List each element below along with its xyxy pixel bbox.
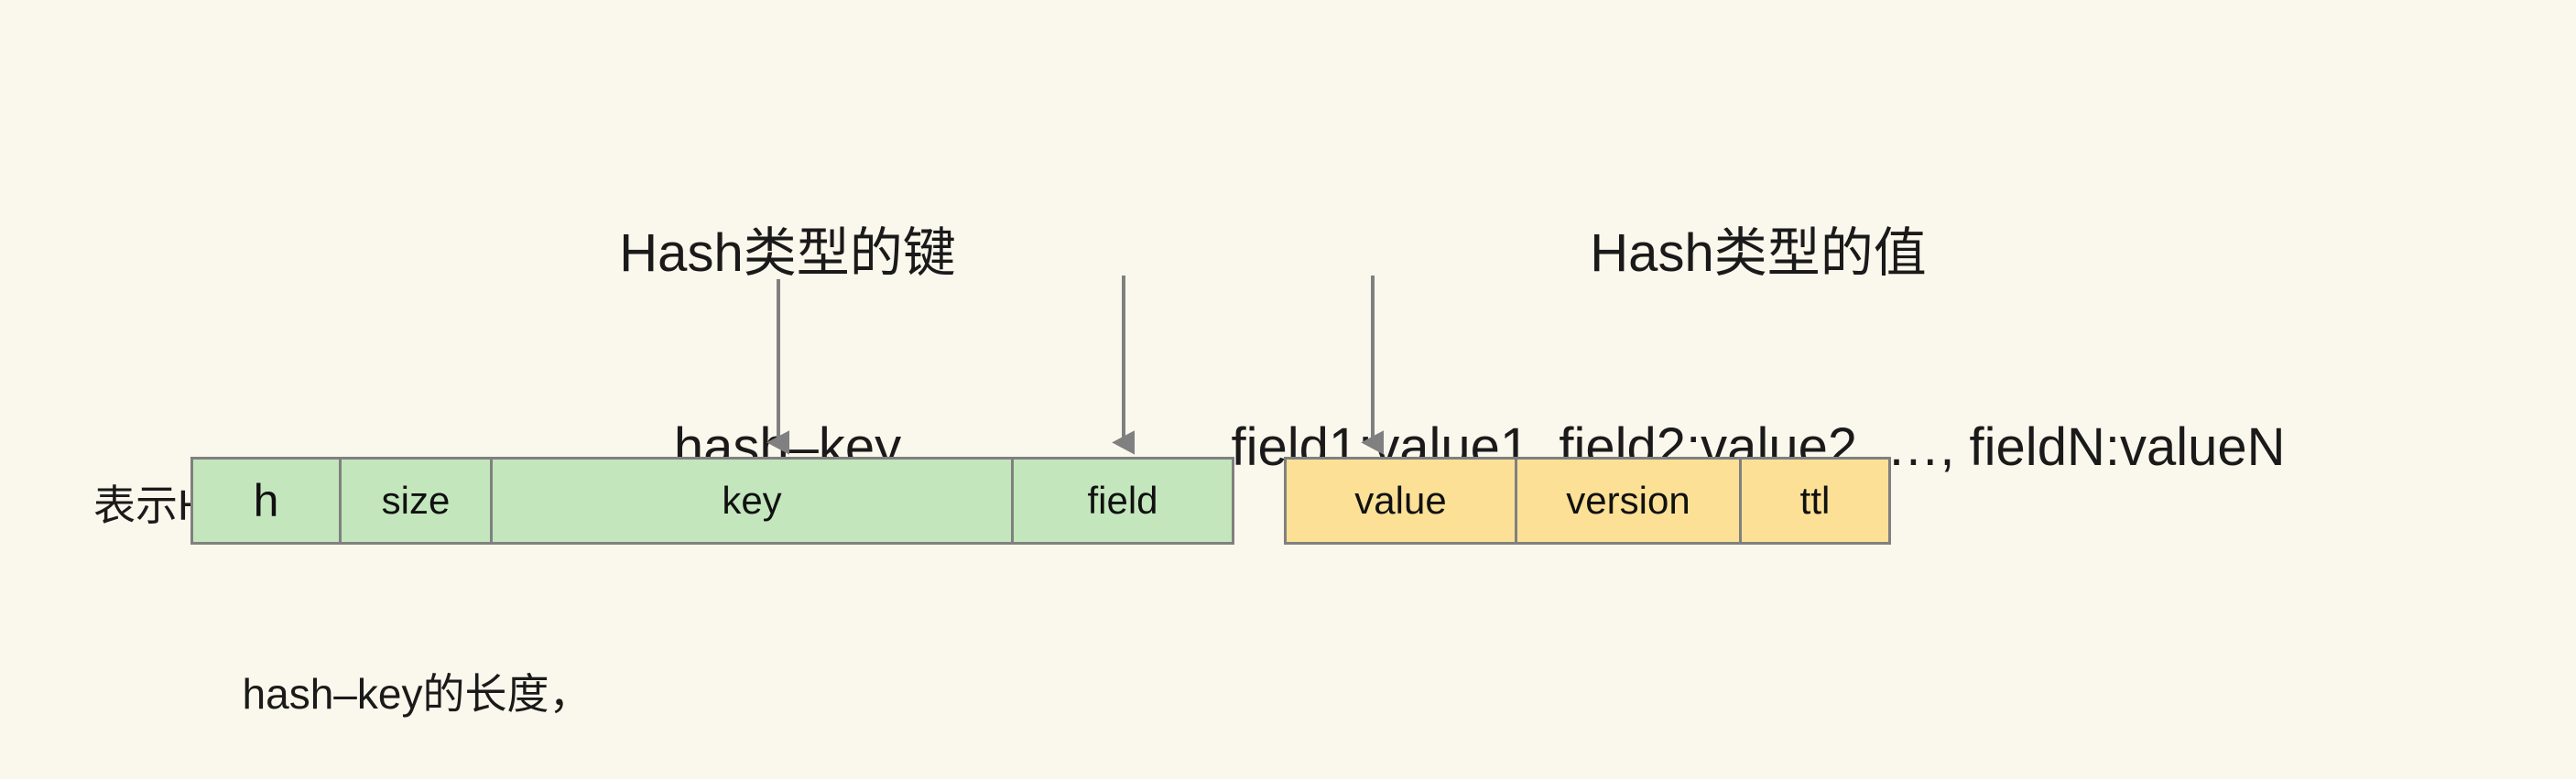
key-cell-h: h <box>193 460 342 542</box>
key-annotation-heading: Hash类型的键 <box>619 222 956 283</box>
value-annotation-heading: Hash类型的值 <box>1590 222 1927 283</box>
value-cell-version: version <box>1517 460 1742 542</box>
key-cell-size: size <box>342 460 493 542</box>
key-record-box: h size key field <box>190 457 1234 545</box>
value-record-box: value version ttl <box>1284 457 1891 545</box>
key-cell-key: key <box>493 460 1014 542</box>
size-note-annotation: hash–key的长度， 最大254B <box>179 566 655 779</box>
size-note-line-1: hash–key的长度， <box>242 670 592 719</box>
value-cell-ttl: ttl <box>1742 460 1888 542</box>
value-cell-value: value <box>1287 460 1517 542</box>
key-cell-field: field <box>1014 460 1232 542</box>
